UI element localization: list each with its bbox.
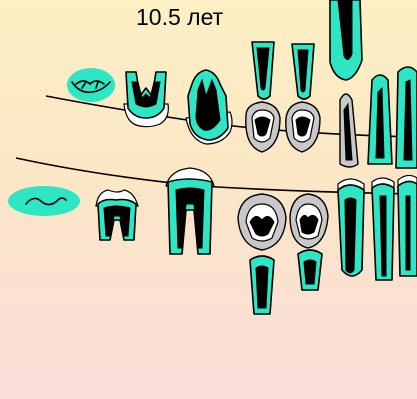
lower-molar-2	[166, 168, 214, 254]
lower-incisor-1	[372, 178, 394, 280]
upper-incisor-1	[368, 75, 392, 164]
lower-molar-1	[96, 190, 138, 240]
upper-incisor-2	[396, 67, 417, 168]
lower-molar-occlusal-icon	[8, 186, 80, 216]
lower-premolar-2	[290, 194, 328, 290]
lower-incisor-2	[398, 175, 417, 276]
lower-premolar-1	[238, 194, 286, 314]
upper-molar-1	[124, 72, 168, 127]
upper-molar-occlusal-icon	[67, 68, 115, 102]
upper-incisor-developing	[340, 94, 358, 167]
upper-canine	[330, 0, 362, 80]
upper-premolar-1	[246, 42, 280, 152]
upper-premolar-2	[286, 44, 320, 152]
upper-molar-2	[186, 70, 232, 144]
lower-canine	[338, 179, 364, 276]
